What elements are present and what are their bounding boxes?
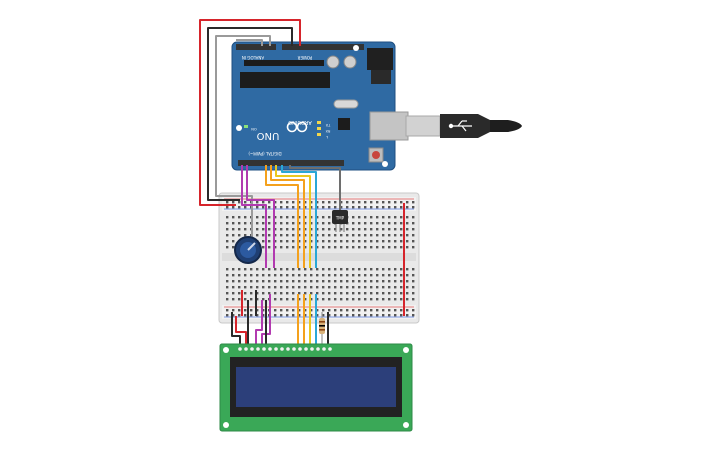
lcd-mount-hole — [223, 347, 229, 353]
wire-lcd-vcc — [235, 316, 247, 348]
board-model-label: UNO — [257, 130, 280, 141]
wire-orange-1 — [265, 165, 299, 268]
l-label: L — [326, 135, 328, 139]
lcd-pin-header — [238, 347, 332, 351]
temperature-sensor: TMP — [332, 210, 348, 232]
wire-magenta-2 — [246, 165, 275, 268]
power-pins-label: POWER — [297, 55, 312, 60]
lcd-screen — [236, 367, 396, 407]
chip-socket — [244, 60, 324, 66]
mount-hole — [382, 161, 388, 167]
atmega-chip — [240, 72, 330, 88]
capacitor-2 — [343, 55, 357, 69]
usb-cable-strain — [490, 120, 522, 132]
lcd-mount-hole — [403, 347, 409, 353]
wire-lcd-gnd — [231, 312, 241, 348]
board-brand-label: ARDUINO — [288, 119, 312, 125]
resistor — [319, 312, 325, 348]
mount-hole — [353, 45, 359, 51]
wire-yellow — [275, 165, 311, 268]
usb-cable — [405, 114, 522, 138]
wires — [199, 19, 405, 348]
wire-5v — [199, 19, 301, 206]
lcd-module — [219, 343, 413, 432]
breadboard-center-channel — [222, 253, 416, 261]
usb-chip — [338, 118, 350, 130]
capacitor-1 — [326, 55, 340, 69]
digital-pins-label: DIGITAL (PWM~) — [248, 151, 282, 156]
wire-gnd — [207, 27, 293, 201]
wire-sensor — [289, 165, 341, 215]
usb-plug-metal — [405, 115, 441, 137]
analog-power-header — [282, 44, 364, 50]
rx-label: RX — [325, 129, 330, 133]
on-label: ON — [251, 127, 257, 131]
digital-header — [238, 160, 344, 166]
wire-gray-top — [236, 39, 263, 46]
reset-button-cap — [372, 151, 380, 159]
usb-icon — [448, 120, 472, 132]
wire-orange-2 — [270, 165, 305, 268]
lcd-mount-hole — [403, 422, 409, 428]
mount-hole — [236, 125, 242, 131]
tmp-sensor-body — [332, 210, 348, 224]
crystal — [333, 99, 359, 109]
analog-pins-label: ANALOG IN — [242, 55, 264, 60]
tmp-sensor-label: TMP — [335, 216, 345, 221]
arduino-logo-icon — [286, 121, 308, 133]
wire-lcd-rs — [255, 300, 263, 348]
arduino-uno-board: UNO ARDUINO DIGITAL (PWM~) POWER ANALOG … — [231, 41, 409, 171]
wire-magenta-1 — [241, 165, 267, 268]
power-jack-base — [371, 70, 391, 84]
lcd-mount-hole — [223, 422, 229, 428]
power-jack — [367, 48, 393, 70]
power-header — [236, 44, 276, 50]
tx-label: TX — [325, 123, 331, 127]
wire-blue — [281, 165, 317, 268]
usb-port — [369, 111, 409, 141]
potentiometer — [234, 236, 262, 264]
